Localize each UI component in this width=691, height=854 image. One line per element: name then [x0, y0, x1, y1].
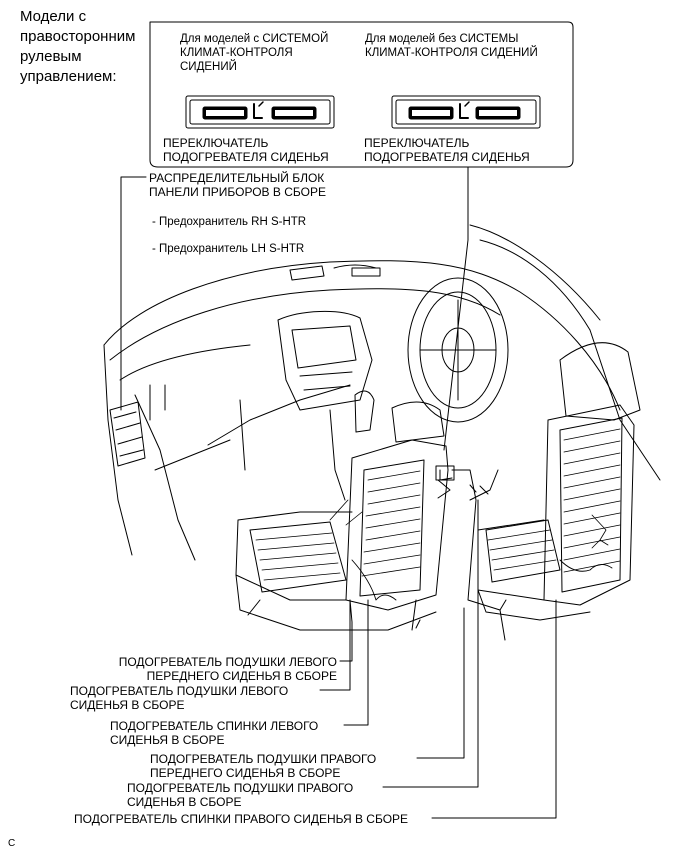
callout-left-back: ПОДОГРЕВАТЕЛЬ СПИНКИ ЛЕВОГО СИДЕНЬЯ В СБ…: [110, 719, 318, 747]
box-col1-line-3: СИДЕНИЙ: [180, 61, 237, 73]
callout-2-line-1: ПОДОГРЕВАТЕЛЬ ПОДУШКИ ЛЕВОГО: [70, 684, 289, 698]
switch-caption-2-line-1: ПЕРЕКЛЮЧАТЕЛЬ: [364, 136, 470, 150]
junction-line-1: РАСПРЕДЕЛИТЕЛЬНЫЙ БЛОК: [149, 171, 325, 185]
box-col1-heading: Для моделей с СИСТЕМОЙ КЛИМАТ-КОНТРОЛЯ С…: [180, 32, 328, 74]
callout-leaders: [319, 499, 557, 819]
switch-caption-2-line-2: ПОДОГРЕВАТЕЛЯ СИДЕНЬЯ: [364, 150, 530, 164]
leader-switch: [443, 166, 469, 451]
fuse-lh-label: - Предохранитель LH S-HTR: [152, 243, 305, 255]
callout-4-line-1: ПОДОГРЕВАТЕЛЬ ПОДУШКИ ПРАВОГО: [150, 752, 377, 766]
header-line-1: Модели с: [20, 8, 87, 25]
switch-caption-1: ПЕРЕКЛЮЧАТЕЛЬ ПОДОГРЕВАТЕЛЯ СИДЕНЬЯ: [163, 136, 329, 164]
harness-right: [559, 559, 613, 572]
seat-heater-switch-image-2: [391, 95, 541, 129]
box-col2-heading: Для моделей без СИСТЕМЫ КЛИМАТ-КОНТРОЛЯ …: [365, 32, 538, 60]
callout-1-line-2: ПЕРЕДНЕГО СИДЕНЬЯ В СБОРЕ: [146, 669, 337, 683]
junction-line-2: ПАНЕЛИ ПРИБОРОВ В СБОРЕ: [149, 185, 326, 199]
callout-1-line-1: ПОДОГРЕВАТЕЛЬ ПОДУШКИ ЛЕВОГО: [118, 655, 337, 669]
junction-block-label: РАСПРЕДЕЛИТЕЛЬНЫЙ БЛОК ПАНЕЛИ ПРИБОРОВ В…: [149, 171, 326, 199]
header-line-3: рулевым: [20, 48, 82, 65]
figure-code: C: [8, 838, 16, 849]
leader-junction: [120, 176, 147, 411]
callout-5-line-1: ПОДОГРЕВАТЕЛЬ ПОДУШКИ ПРАВОГО: [127, 781, 354, 795]
callout-left-cushion: ПОДОГРЕВАТЕЛЬ ПОДУШКИ ЛЕВОГО СИДЕНЬЯ В С…: [70, 684, 288, 712]
harness-left: [351, 559, 397, 601]
callout-3-line-2: СИДЕНЬЯ В СБОРЕ: [110, 733, 225, 747]
callout-right-back: ПОДОГРЕВАТЕЛЬ СПИНКИ ПРАВОГО СИДЕНЬЯ В С…: [74, 812, 409, 826]
callout-5-line-2: СИДЕНЬЯ В СБОРЕ: [127, 795, 242, 809]
box-col1-line-2: КЛИМАТ-КОНТРОЛЯ: [180, 47, 293, 59]
junction-block: [109, 401, 146, 467]
header-line-2: правосторонним: [20, 28, 136, 45]
inset-frame: [149, 21, 574, 168]
center-console: [411, 465, 507, 641]
callout-right-cushion: ПОДОГРЕВАТЕЛЬ ПОДУШКИ ПРАВОГО СИДЕНЬЯ В …: [127, 781, 353, 809]
box-col2-line-1: Для моделей без СИСТЕМЫ: [365, 33, 519, 45]
switch-caption-1-line-2: ПОДОГРЕВАТЕЛЯ СИДЕНЬЯ: [163, 150, 329, 164]
right-seat: [469, 342, 641, 621]
callout-right-front-cushion: ПОДОГРЕВАТЕЛЬ ПОДУШКИ ПРАВОГО ПЕРЕДНЕГО …: [150, 752, 376, 780]
fuse-rh-label: - Предохранитель RH S-HTR: [152, 216, 307, 228]
callout-3-line-1: ПОДОГРЕВАТЕЛЬ СПИНКИ ЛЕВОГО: [110, 719, 319, 733]
callout-left-front-cushion: ПОДОГРЕВАТЕЛЬ ПОДУШКИ ЛЕВОГО ПЕРЕДНЕГО С…: [119, 655, 337, 683]
callout-2-line-2: СИДЕНЬЯ В СБОРЕ: [70, 698, 185, 712]
seat-heater-switch-image-1: [185, 95, 335, 129]
header-line-4: управлением:: [20, 68, 117, 85]
box-col1-line-1: Для моделей с СИСТЕМОЙ: [180, 33, 329, 45]
left-seat: [235, 401, 449, 631]
box-col2-line-2: КЛИМАТ-КОНТРОЛЯ СИДЕНИЙ: [365, 47, 538, 59]
callout-4-line-2: ПЕРЕДНЕГО СИДЕНЬЯ В СБОРЕ: [150, 766, 341, 780]
switch-caption-2: ПЕРЕКЛЮЧАТЕЛЬ ПОДОГРЕВАТЕЛЯ СИДЕНЬЯ: [364, 136, 530, 164]
switch-caption-1-line-1: ПЕРЕКЛЮЧАТЕЛЬ: [163, 136, 269, 150]
header-title: Модели с правосторонним рулевым управлен…: [20, 7, 135, 87]
dashboard-outline: [103, 224, 661, 561]
